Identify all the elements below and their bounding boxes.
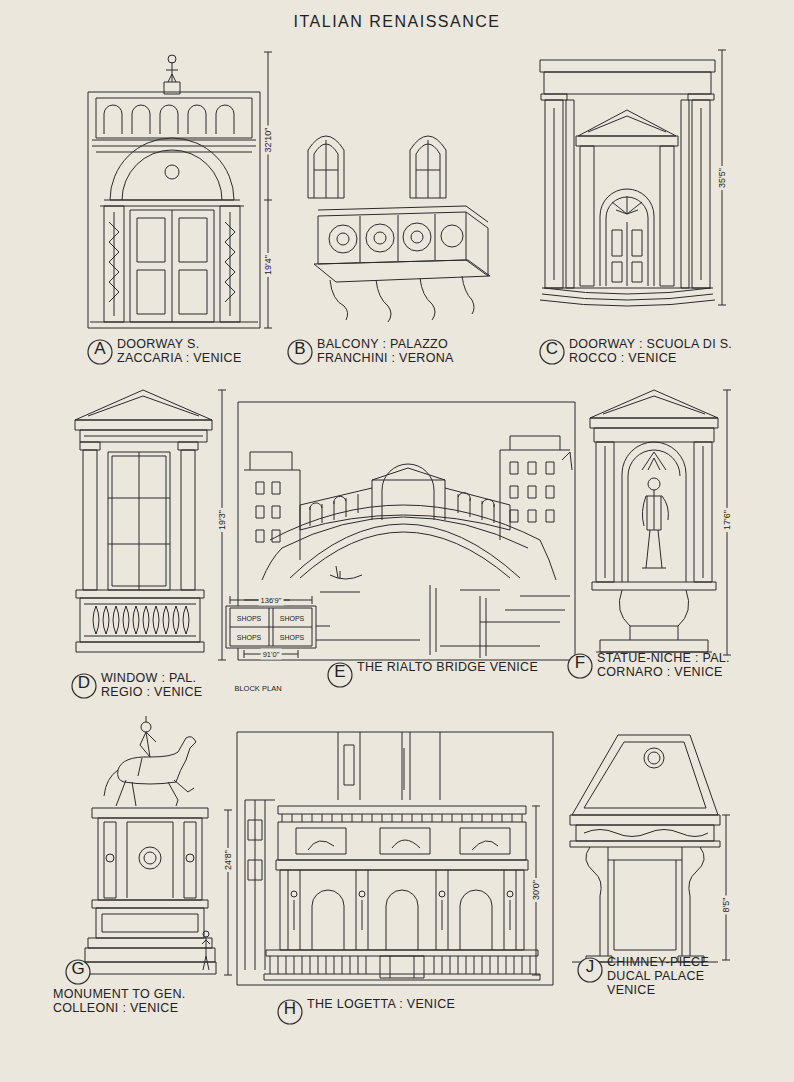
plate-caption: WINDOW : PAL. REGIO : VENICE <box>101 671 226 699</box>
dimension-label: 35'5" <box>717 166 728 190</box>
dimension-label: 19'4" <box>263 253 274 277</box>
plate-letter: E <box>327 662 353 688</box>
dimension-label: 19'3" <box>217 508 228 532</box>
dimension-label: 32'10" <box>263 126 274 155</box>
plate-marker: FSTATUE-NICHE : PAL. CORNARO : VENICE <box>567 653 593 679</box>
plate-caption: BALCONY : PALAZZO FRANCHINI : VERONA <box>317 337 492 365</box>
plate-letter: F <box>567 653 593 679</box>
plate-marker: GMONUMENT TO GEN. COLLEONI : VENICE <box>65 959 91 985</box>
plate-caption: DOORWAY S. ZACCARIA : VENICE <box>117 337 267 365</box>
plate-caption: MONUMENT TO GEN. COLLEONI : VENICE <box>53 987 223 1015</box>
plate-caption: DOORWAY : SCUOLA DI S. ROCCO : VENICE <box>569 337 734 365</box>
plate-marker: CDOORWAY : SCUOLA DI S. ROCCO : VENICE <box>539 339 565 365</box>
plate-marker: BBALCONY : PALAZZO FRANCHINI : VERONA <box>287 339 313 365</box>
plate-marker: HTHE LOGETTA : VENICE <box>277 999 303 1025</box>
plan-label: SHOPS <box>278 613 307 624</box>
plate-marker: ADOORWAY S. ZACCARIA : VENICE <box>87 339 113 365</box>
plate-letter: C <box>539 339 565 365</box>
dimension-label: 17'6" <box>722 508 733 532</box>
plate-letter: B <box>287 339 313 365</box>
plate-marker: ETHE RIALTO BRIDGE VENICE <box>327 662 353 688</box>
plate-caption: STATUE-NICHE : PAL. CORNARO : VENICE <box>597 651 737 679</box>
plan-label: SHOPS <box>235 632 264 643</box>
dimension-label: 8'5" <box>721 896 732 915</box>
plate-caption: THE RIALTO BRIDGE VENICE <box>357 660 547 674</box>
plate-title: ITALIAN RENAISSANCE <box>0 13 794 31</box>
plate-letter: H <box>277 999 303 1025</box>
plate-marker: DWINDOW : PAL. REGIO : VENICE <box>71 673 97 699</box>
dimension-label: 24'8" <box>223 848 234 872</box>
plate-letter: A <box>87 339 113 365</box>
plan-label: 91'0" <box>261 649 282 660</box>
plate-caption: THE LOGETTA : VENICE <box>307 997 537 1011</box>
plan-label: BLOCK PLAN <box>232 683 283 694</box>
plate-marker: JCHIMNEY-PIECE DUCAL PALACE VENICE <box>577 957 603 983</box>
plan-label: SHOPS <box>278 632 307 643</box>
plan-label: 136'9" <box>259 595 284 606</box>
plate-letter: J <box>577 957 603 983</box>
dimension-label: 30'0" <box>531 878 542 902</box>
plate-letter: D <box>71 673 97 699</box>
plan-label: SHOPS <box>235 613 264 624</box>
plate-letter: G <box>65 959 91 985</box>
plate-caption: CHIMNEY-PIECE DUCAL PALACE VENICE <box>607 955 722 997</box>
